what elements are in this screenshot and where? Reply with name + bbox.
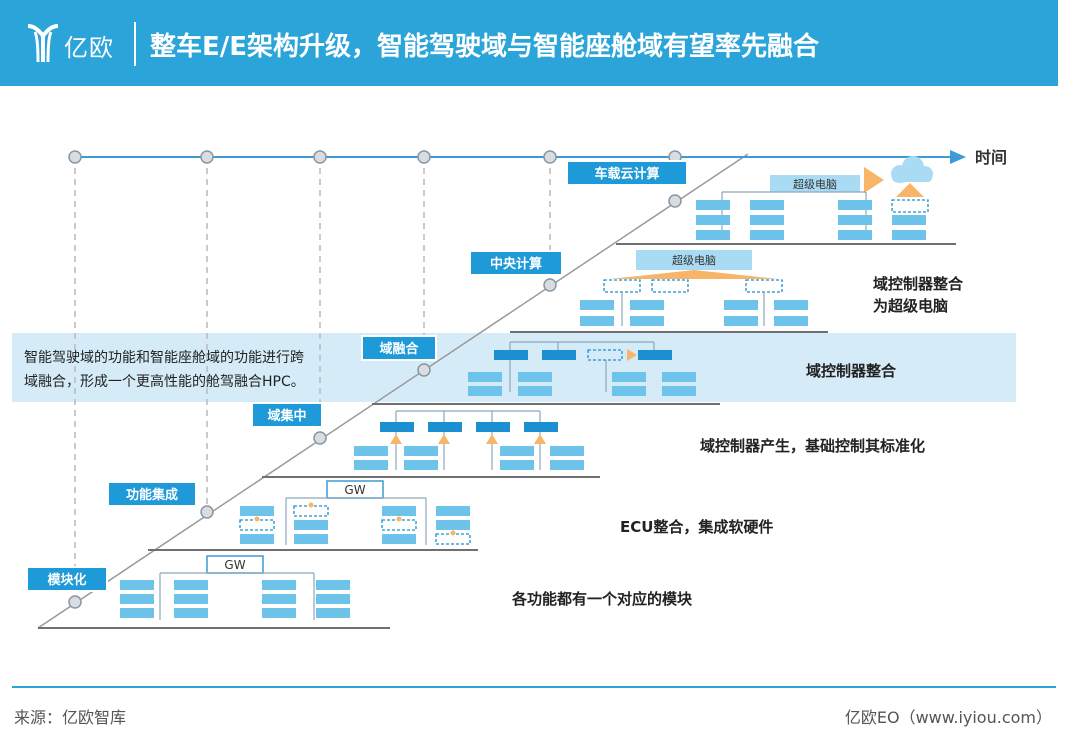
footer-source: 来源：亿欧智库 [14, 708, 127, 727]
page-title: 整车E/E架构升级，智能驾驶域与智能座舱域有望率先融合 [150, 32, 820, 62]
diagonal-nodes [68, 194, 682, 609]
gateway-label: GW [224, 558, 245, 572]
super-computer-label: 超级电脑 [672, 253, 716, 267]
stage-domain-central-diagram: 域控制器产生，基础控制其标准化 [354, 410, 925, 470]
stage-label-box [469, 250, 563, 276]
cloud-arrow-icon [864, 167, 884, 193]
stage-label: 域集中 [267, 408, 306, 424]
footer-divider [12, 686, 1056, 688]
stage-label: 车载云计算 [594, 166, 659, 182]
highlight-band [12, 333, 1016, 402]
stage-description: 各功能都有一个对应的模块 [511, 590, 693, 608]
yiou-logo-icon [27, 24, 59, 63]
highlight-note-line: 智能驾驶域的功能和智能座舱域的功能进行跨 [24, 350, 304, 366]
timeline-arrow-icon [950, 150, 966, 164]
stage-description: ECU整合，集成软硬件 [620, 518, 773, 536]
stage-domain-fusion-diagram: 域控制器整合 [468, 341, 897, 396]
stage-integration-diagram: GW ECU整合，集成软硬件 [239, 480, 773, 545]
header-divider [134, 22, 136, 66]
super-computer-box [636, 250, 752, 270]
highlight-note-line: 域融合，形成一个更高性能的舱驾融合HPC。 [24, 373, 305, 390]
super-computer-box [770, 175, 860, 192]
fusion-arrow-icon [610, 270, 778, 279]
logo-text: 亿欧 [64, 34, 114, 62]
stage-description-line: 域控制器整合 [873, 275, 964, 293]
stage-description-line: 为超级电脑 [873, 297, 948, 315]
timeline-label: 时间 [975, 148, 1007, 167]
stage-central-computing-diagram: 超级电脑 域控制器整合 为超级电脑 [580, 250, 964, 326]
stage-labels: 模块化 功能集成 域集中 域融合 中央计算 车载云计算 [26, 160, 688, 592]
stage-label-box [361, 335, 437, 361]
stage-label: 中央计算 [490, 256, 542, 272]
gateway-label: GW [344, 483, 365, 497]
timeline: 时间 [68, 148, 1007, 167]
stage-label-box [26, 566, 108, 592]
stage-description: 域控制器产生，基础控制其标准化 [700, 437, 925, 455]
header-bar: 亿欧 整车E/E架构升级，智能驾驶域与智能座舱域有望率先融合 [0, 0, 1058, 86]
vertical-guides [74, 157, 551, 598]
stage-label: 域融合 [379, 341, 419, 357]
upload-arrow-icon [896, 183, 924, 197]
stage-label: 模块化 [47, 572, 86, 588]
stage-modular-diagram: GW 各功能都有一个对应的模块 [120, 555, 693, 620]
stage-label-box [107, 481, 197, 507]
stage-label-box [566, 160, 688, 186]
stage-description: 域控制器整合 [806, 362, 897, 380]
super-computer-label: 超级电脑 [793, 177, 837, 191]
footer-brand: 亿欧EO（www.iyiou.com） [844, 708, 1052, 727]
stage-label-box [251, 402, 323, 428]
stage-cloud-computing-diagram: 超级电脑 [696, 156, 933, 240]
stage-label: 功能集成 [126, 487, 178, 503]
stair-floors [38, 243, 956, 629]
cloud-icon [891, 156, 933, 183]
